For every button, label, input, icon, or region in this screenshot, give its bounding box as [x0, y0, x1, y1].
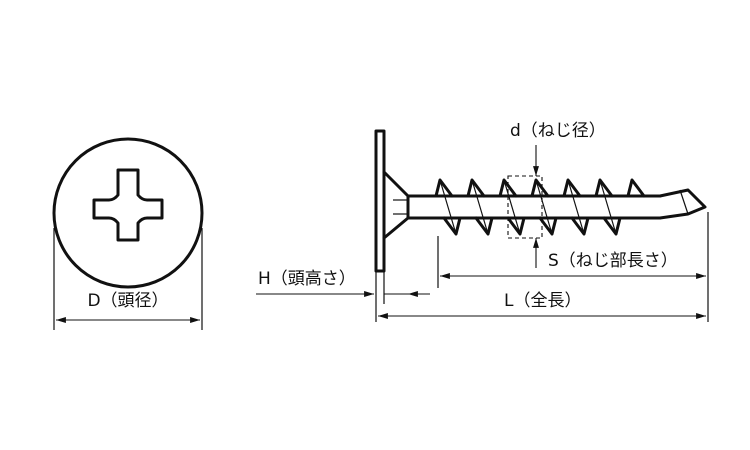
total-length-label: L（全長）	[504, 291, 581, 311]
head-outline-circle	[52, 137, 204, 289]
tip-thread-line	[679, 189, 689, 215]
thread-length-label: S（ねじ部長さ）	[548, 251, 678, 271]
countersink-cone	[382, 170, 410, 240]
head-diameter-label: D（頭径）	[87, 291, 168, 311]
screw-side-view: d（ねじ径） S（ねじ部長さ） H（頭高さ） L（全長）	[256, 121, 709, 322]
head-top-view: D（頭径）	[52, 137, 204, 330]
thread-flanks	[439, 179, 617, 235]
thread-diameter-label: d（ねじ径）	[510, 121, 606, 141]
thread-crests	[434, 178, 646, 236]
head-height-label: H（頭高さ）	[258, 269, 356, 289]
phillips-cross-recess	[92, 168, 164, 242]
screw-tip	[658, 188, 707, 220]
thread-diameter-box	[507, 175, 543, 239]
washer-head-plate	[374, 129, 386, 273]
